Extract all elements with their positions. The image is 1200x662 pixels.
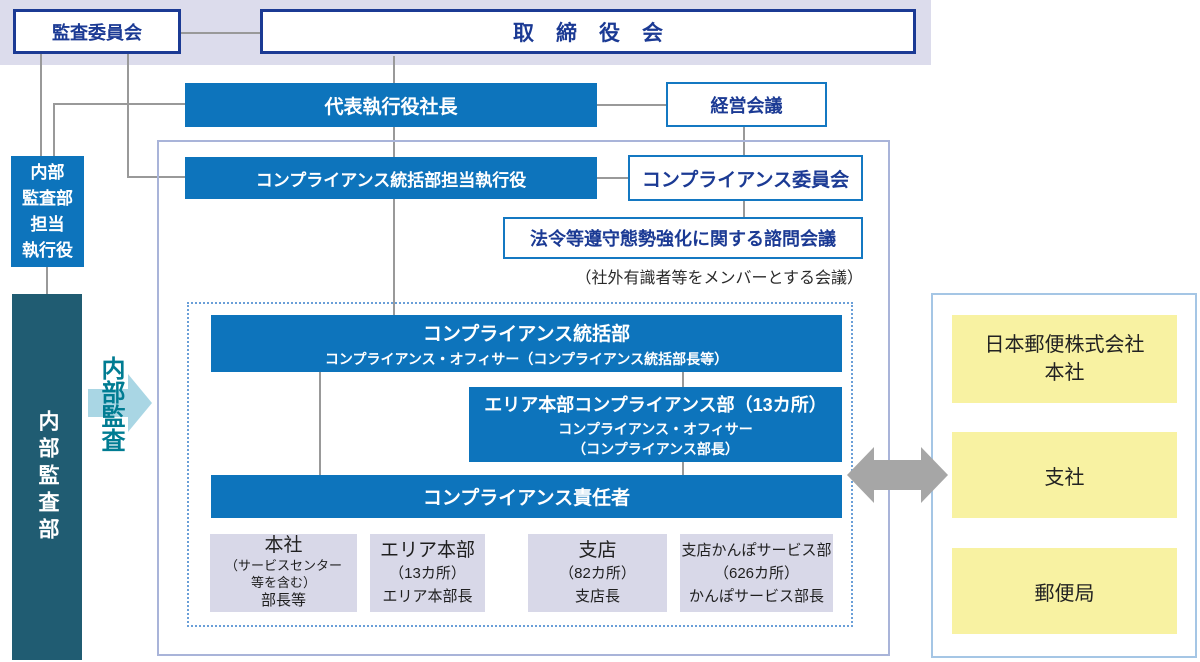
- connector-president-officer-h: [53, 103, 187, 105]
- compliance-committee-box: コンプライアンス委員会: [628, 155, 863, 201]
- org-unit-line: （626カ所）: [713, 564, 800, 582]
- advisory-council-box: 法令等遵守態勢強化に関する諮問会議: [503, 217, 863, 259]
- connector-committee-council: [743, 201, 745, 218]
- org-unit-line: 本社: [264, 535, 303, 556]
- connector-president-exec: [393, 127, 395, 158]
- compliance-hq-title: コンプライアンス統括部: [422, 323, 631, 345]
- org-unit-kampo-service: 支店かんぽサービス部 （626カ所） かんぽサービス部長: [680, 534, 833, 612]
- connector-hq-manager: [319, 372, 321, 476]
- internal-audit-department-box: 内部監査部: [12, 294, 82, 660]
- management-meeting-box: 経営会議: [666, 82, 827, 127]
- connector-audit-compliance-v: [127, 54, 129, 178]
- org-unit-line: 部長等: [260, 592, 306, 609]
- connector-president-meeting: [596, 104, 666, 106]
- compliance-exec-officer-label: コンプライアンス統括部担当執行役: [255, 170, 527, 190]
- org-unit-line: 等を含む）: [250, 575, 316, 590]
- japan-post-hq-line1: 日本郵便株式会社: [984, 334, 1145, 356]
- org-unit-line: 支店: [578, 539, 617, 561]
- org-unit-branch: 支店 （82カ所） 支店長: [528, 534, 667, 612]
- connector-hq-area: [682, 372, 684, 388]
- org-unit-line: （13カ所）: [389, 564, 466, 582]
- internal-audit-officer-box: 内部 監査部 担当 執行役: [11, 156, 84, 267]
- advisory-council-note: （社外有識者等をメンバーとする会議）: [575, 270, 863, 287]
- bidirectional-arrow-right-head-icon: [921, 447, 948, 503]
- japan-post-office-box: 郵便局: [952, 548, 1177, 634]
- internal-audit-officer-line1: 内部: [30, 162, 65, 182]
- org-unit-line: エリア本部: [379, 539, 475, 561]
- president-label: 代表執行役社長: [324, 96, 458, 118]
- org-unit-line: 支店長: [574, 587, 620, 605]
- compliance-exec-officer-box: コンプライアンス統括部担当執行役: [185, 157, 597, 199]
- connector-area-manager: [682, 462, 684, 476]
- org-unit-line: （82カ所）: [559, 564, 636, 582]
- compliance-hq-box: コンプライアンス統括部 コンプライアンス・オフィサー（コンプライアンス統括部長等…: [211, 315, 842, 372]
- advisory-council-label: 法令等遵守態勢強化に関する諮問会議: [530, 229, 836, 249]
- compliance-committee-label: コンプライアンス委員会: [641, 169, 850, 191]
- japan-post-branch-box: 支社: [952, 432, 1177, 518]
- org-unit-area-hq: エリア本部 （13カ所） エリア本部長: [370, 534, 485, 612]
- japan-post-branch-label: 支社: [1044, 466, 1085, 489]
- audit-committee-label: 監査委員会: [52, 22, 142, 43]
- audit-committee-box: 監査委員会: [13, 9, 181, 54]
- internal-audit-arrow-label: 内部監査: [97, 356, 124, 452]
- management-meeting-label: 経営会議: [710, 95, 783, 116]
- internal-audit-officer-line3: 担当: [30, 214, 65, 234]
- bidirectional-arrow-icon: [847, 447, 948, 503]
- org-unit-line: エリア本部長: [382, 587, 473, 605]
- connector-exec-hq: [393, 199, 395, 316]
- japan-post-hq-line2: 本社: [1044, 362, 1085, 384]
- connector-officer-dept: [46, 267, 48, 295]
- connector-audit-board: [180, 32, 260, 34]
- compliance-hq-subtitle: コンプライアンス・オフィサー（コンプライアンス統括部長等）: [324, 350, 729, 367]
- internal-audit-arrow-head-icon: [128, 374, 152, 432]
- board-of-directors-box: 取締役会: [260, 9, 916, 54]
- japan-post-office-label: 郵便局: [1034, 582, 1095, 605]
- org-unit-headquarters: 本社 （サービスセンター 等を含む） 部長等: [210, 534, 357, 612]
- area-compliance-line2: コンプライアンス・オフィサー: [558, 420, 753, 437]
- board-of-directors-label: 取締役会: [513, 21, 685, 45]
- area-compliance-line3: （コンプライアンス部長）: [572, 440, 739, 457]
- internal-audit-department-label: 内部監査部: [36, 409, 59, 545]
- connector-board-president: [393, 56, 395, 84]
- japan-post-hq-box: 日本郵便株式会社 本社: [952, 315, 1177, 403]
- org-unit-line: かんぽサービス部長: [688, 587, 824, 605]
- connector-president-officer-v: [53, 103, 55, 157]
- bidirectional-arrow-left-head-icon: [847, 447, 874, 503]
- area-compliance-box: エリア本部コンプライアンス部（13カ所） コンプライアンス・オフィサー （コンプ…: [469, 387, 842, 462]
- connector-exec-committee: [596, 177, 628, 179]
- area-compliance-title: エリア本部コンプライアンス部（13カ所）: [484, 394, 827, 415]
- internal-audit-arrow-icon: [88, 389, 128, 417]
- org-unit-line: （サービスセンター: [224, 558, 342, 573]
- president-box: 代表執行役社長: [185, 83, 597, 127]
- org-unit-line: 支店かんぽサービス部: [681, 541, 832, 559]
- bidirectional-arrow-body: [873, 460, 922, 490]
- internal-audit-officer-line2: 監査部: [22, 188, 73, 208]
- compliance-manager-box: コンプライアンス責任者: [211, 475, 842, 518]
- compliance-container: [157, 140, 890, 656]
- compliance-manager-label: コンプライアンス責任者: [422, 488, 631, 509]
- internal-audit-officer-line4: 執行役: [22, 240, 73, 260]
- connector-audit-officer-v: [40, 54, 42, 156]
